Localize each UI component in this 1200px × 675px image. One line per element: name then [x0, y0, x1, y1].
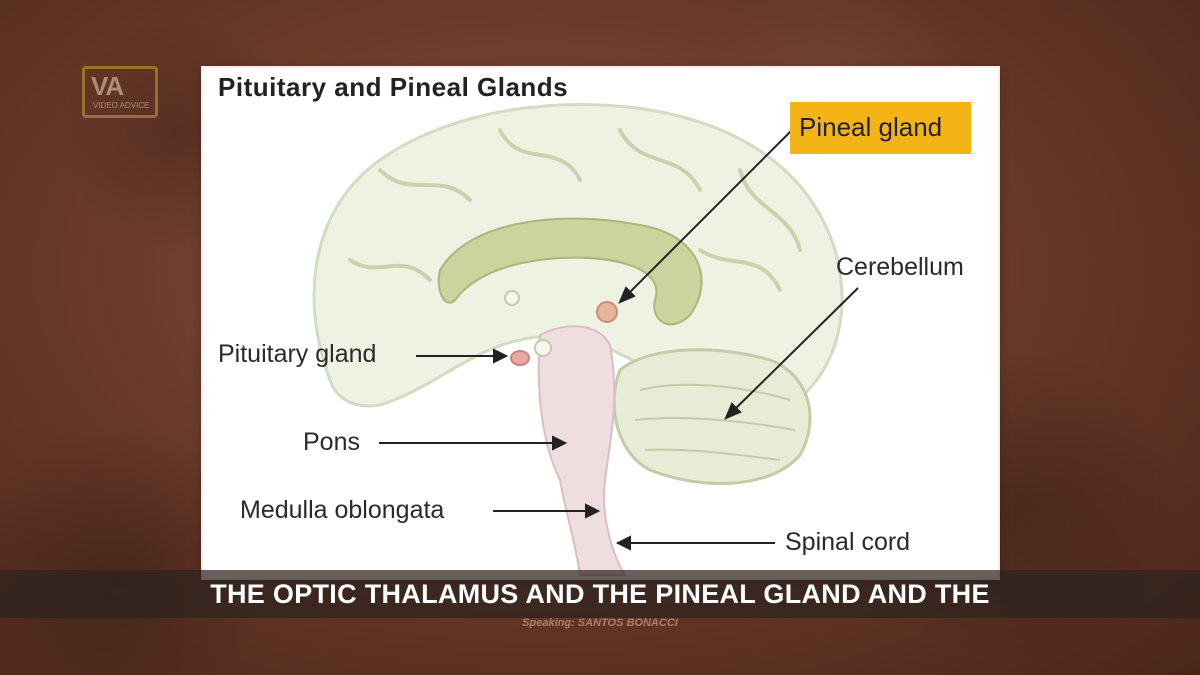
- label-pineal-gland: Pineal gland: [799, 112, 943, 142]
- speaker-credit: Speaking: SANTOS BONACCI: [522, 617, 678, 629]
- pituitary-gland-shape: [510, 350, 530, 366]
- logo-tagline: VIDEO ADVICE: [93, 101, 150, 110]
- caption-text: THE OPTIC THALAMUS AND THE PINEAL GLAND …: [210, 579, 990, 609]
- label-cerebellum: Cerebellum: [836, 253, 964, 281]
- pineal-arrow: [625, 129, 793, 297]
- label-medulla-oblongata: Medulla oblongata: [240, 496, 445, 524]
- pineal-gland-highlight: [790, 102, 971, 154]
- caption-bar: [0, 570, 1200, 618]
- logo-mark: VA: [91, 71, 124, 101]
- diagram-title: Pituitary and Pineal Glands: [218, 72, 569, 102]
- label-spinal-cord: Spinal cord: [785, 528, 911, 556]
- channel-logo: VA VIDEO ADVICE: [82, 66, 158, 118]
- cerebellum-arrow: [731, 287, 859, 413]
- pineal-gland-shape: [596, 301, 618, 323]
- brainstem: [537, 325, 627, 576]
- corpus-callosum: [437, 217, 703, 326]
- label-pons: Pons: [303, 428, 360, 456]
- label-pituitary-gland: Pituitary gland: [218, 340, 377, 368]
- cerebellum-shape: [612, 348, 812, 486]
